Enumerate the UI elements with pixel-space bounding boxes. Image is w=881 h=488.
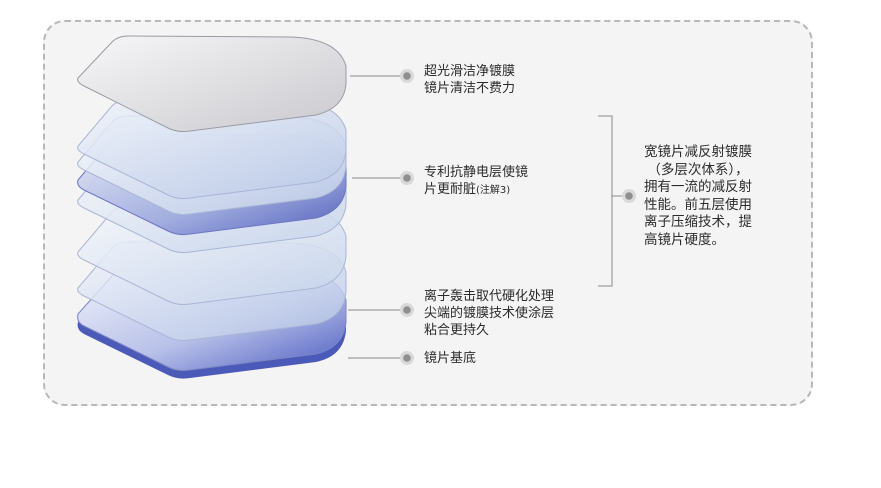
label-ion-bombard-line-3: 粘合更持久 [424, 323, 490, 338]
label-ion-bombard: 离子轰击取代硬化处理 尖端的镀膜技术使涂层 粘合更持久 [424, 288, 554, 339]
label-top-coating-line-2: 镜片清洁不费力 [424, 81, 516, 96]
label-ion-bombard-line-2: 尖端的镀膜技术使涂层 [424, 306, 555, 321]
label-substrate-line-1: 镜片基底 [424, 351, 477, 366]
summary-line-4: 性能。前五层使用 [644, 196, 752, 213]
summary-line-1: 宽镜片减反射镀膜 [644, 144, 752, 160]
label-substrate: 镜片基底 [424, 350, 476, 367]
summary-line-2: （多层次体系）， [647, 161, 749, 178]
summary-line-3: 拥有一流的减反射 [644, 179, 752, 195]
label-antistatic-line-1: 专利抗静电层使镜 [424, 165, 529, 180]
connector-lines [348, 75, 624, 359]
summary-bracket [598, 115, 613, 287]
summary-line-5: 离子压缩技术，提 [644, 214, 752, 230]
dot-ion-bombard [400, 303, 414, 317]
summary-text: 宽镜片减反射镀膜 （多层次体系）， 拥有一流的减反射 性能。前五层使用 离子压缩… [644, 144, 752, 249]
summary-line-6: 高镜片硬度。 [644, 231, 725, 248]
dot-substrate [400, 351, 414, 365]
label-top-coating: 超光滑洁净镀膜 镜片清洁不费力 [424, 63, 515, 97]
label-ion-bombard-line-1: 离子轰击取代硬化处理 [424, 289, 555, 304]
label-antistatic-line-2-main: 片更耐脏 [424, 182, 477, 197]
dot-antistatic [400, 171, 414, 185]
connector-dots [400, 69, 636, 365]
label-top-coating-line-1: 超光滑洁净镀膜 [424, 64, 516, 79]
dot-top-coating [400, 69, 414, 83]
footnote-reference: (注解3) [476, 185, 511, 196]
lens-layer-top-coating [77, 35, 347, 133]
dot-summary [622, 189, 636, 203]
label-antistatic: 专利抗静电层使镜 片更耐脏(注解3) [424, 164, 528, 199]
label-antistatic-line-2: 片更耐脏(注解3) [424, 181, 528, 199]
